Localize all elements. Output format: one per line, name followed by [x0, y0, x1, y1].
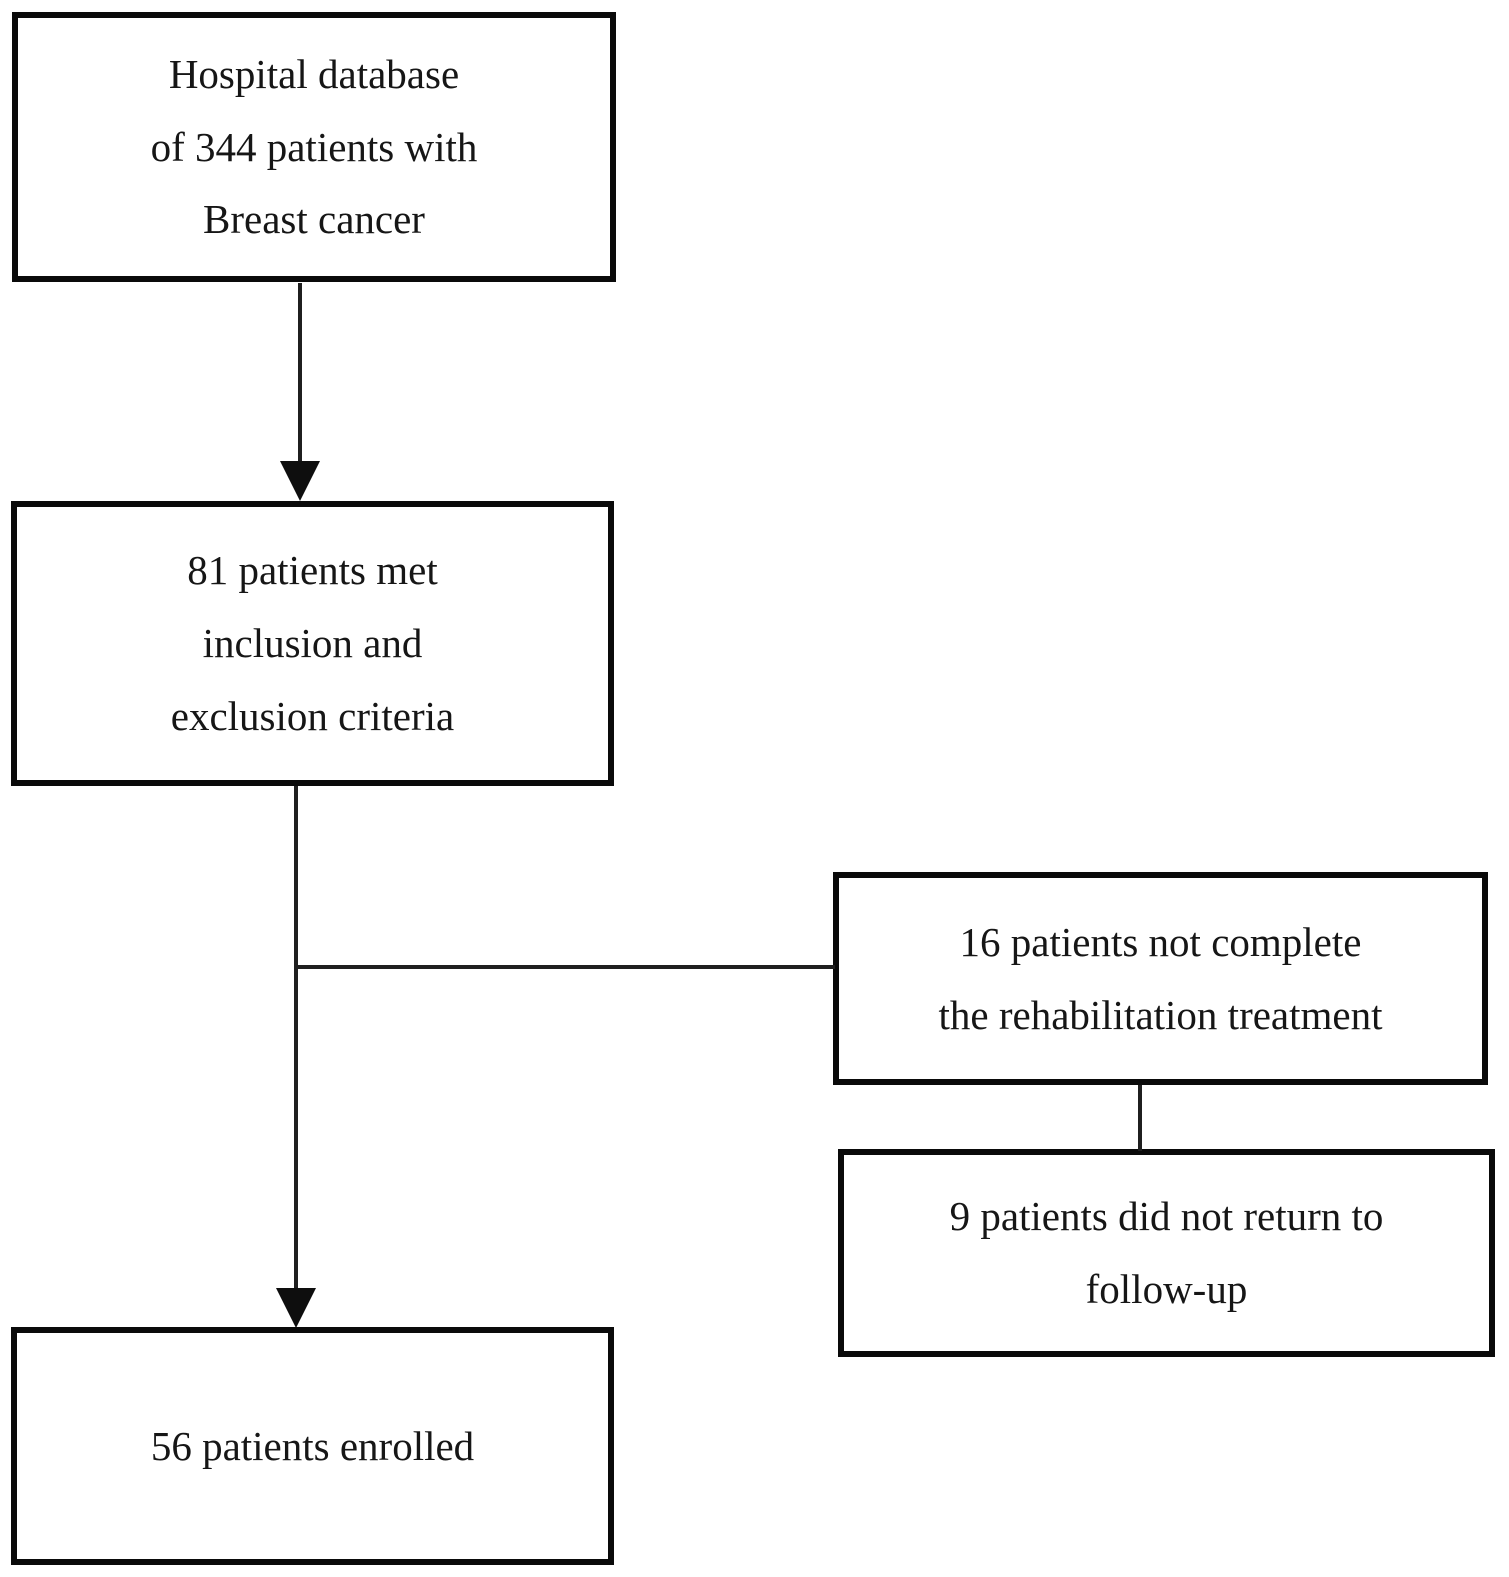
node-not-complete-rehab: 16 patients not complete the rehabilitat… — [833, 872, 1488, 1085]
node-hospital-database: Hospital database of 344 patients with B… — [12, 12, 616, 282]
connector-database-to-criteria — [298, 283, 302, 465]
node-no-followup: 9 patients did not return to follow-up — [838, 1149, 1495, 1357]
node-enrolled: 56 patients enrolled — [11, 1327, 614, 1565]
connector-criteria-to-enrolled — [294, 786, 298, 1290]
connector-dropout-to-followup — [1138, 1085, 1142, 1151]
arrowhead-down-icon — [280, 461, 320, 501]
connector-branch-to-dropout — [294, 965, 835, 969]
node-inclusion-criteria: 81 patients met inclusion and exclusion … — [11, 501, 614, 786]
arrowhead-down-icon — [276, 1288, 316, 1328]
